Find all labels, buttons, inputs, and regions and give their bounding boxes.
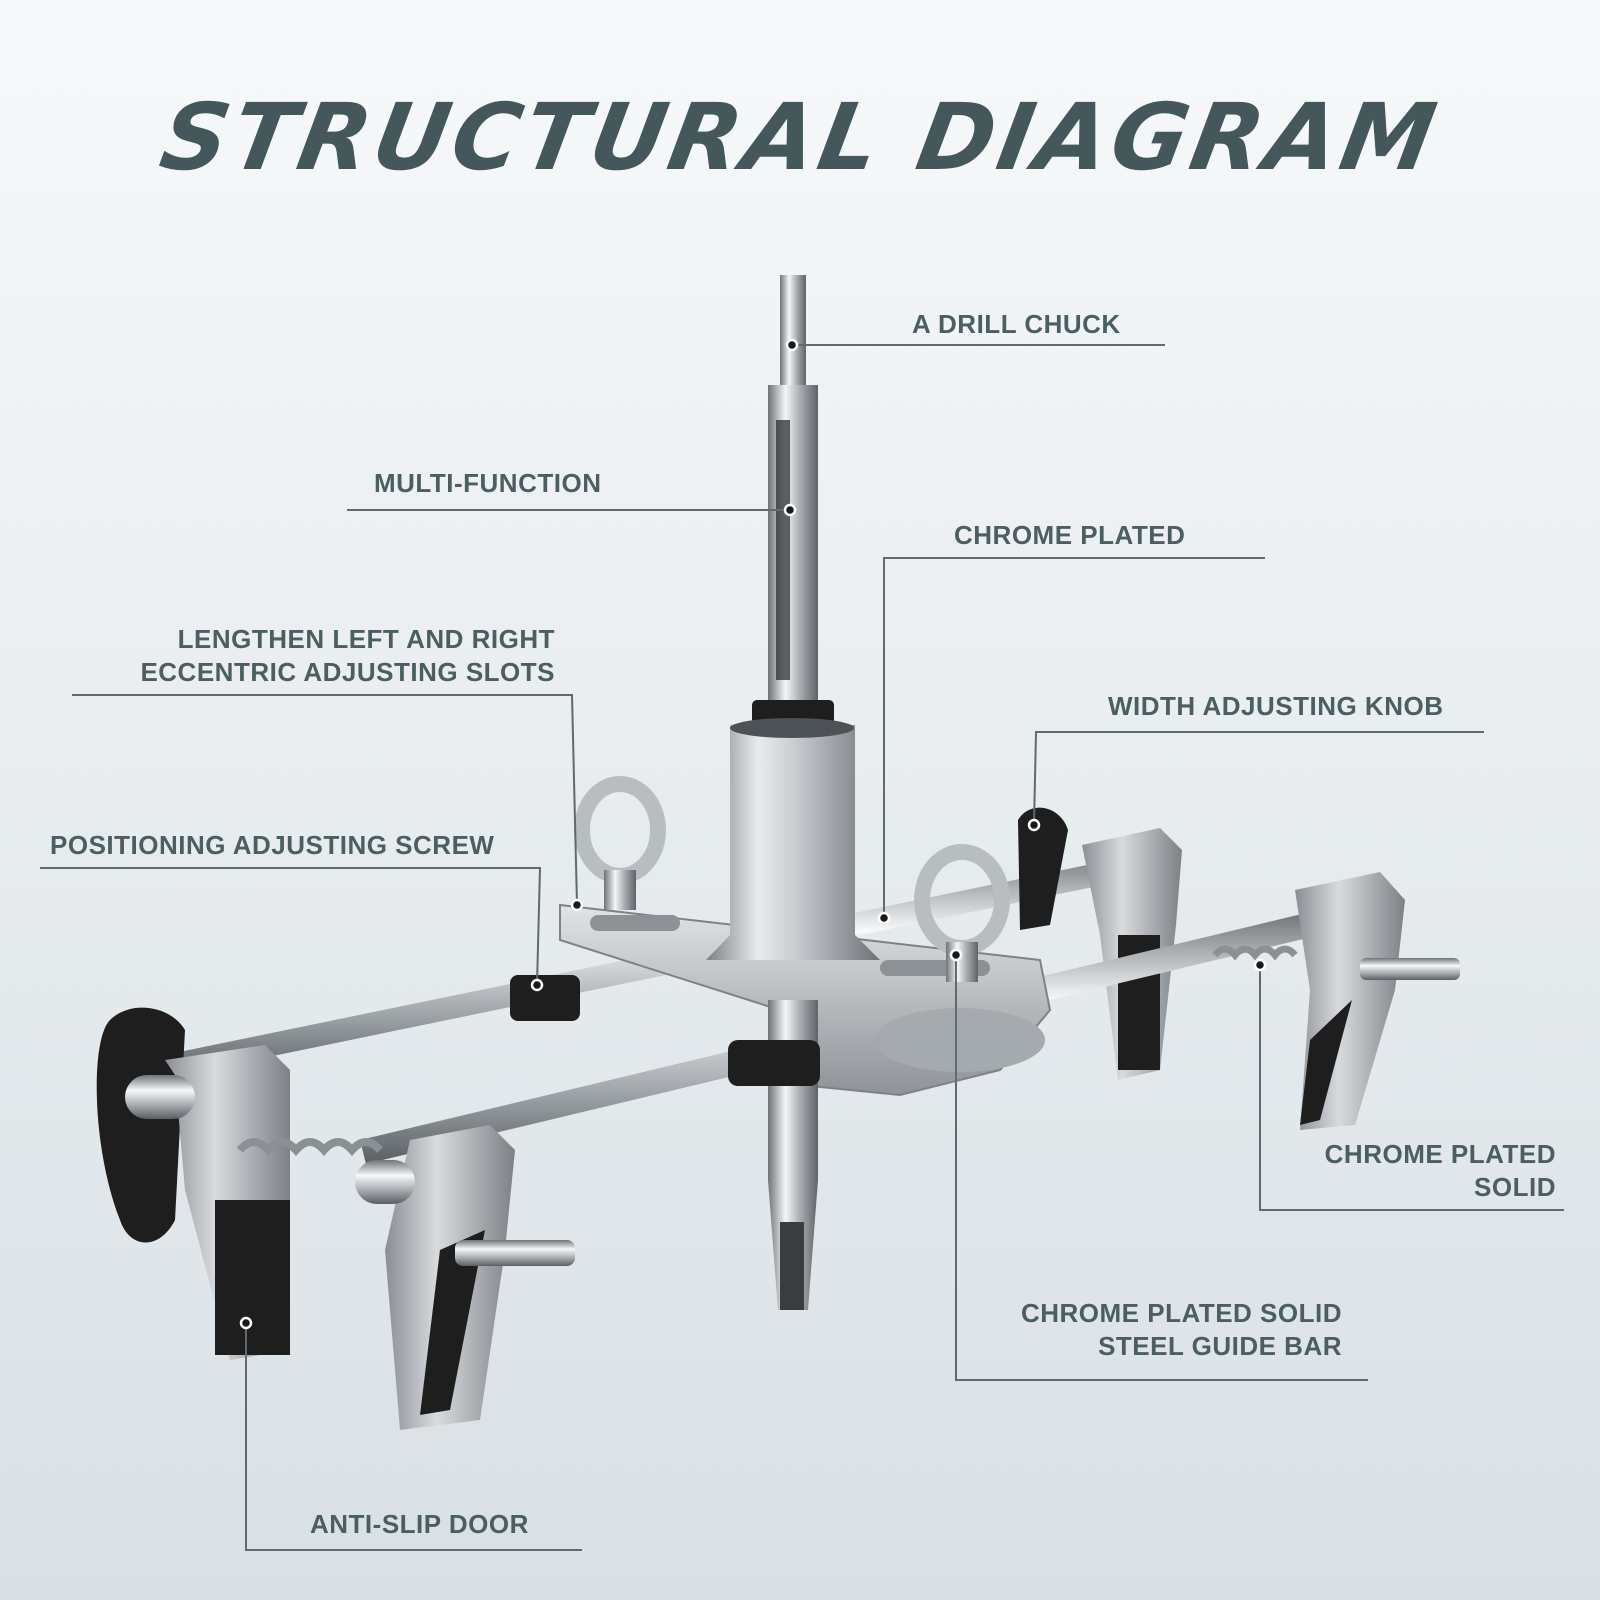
eye-bolt-right xyxy=(914,844,1010,982)
spindle xyxy=(706,275,880,1310)
leader-chrome-solid xyxy=(1259,965,1564,1211)
leader-anti-slip xyxy=(245,1323,582,1551)
eye-bolt-left xyxy=(574,776,666,910)
right-front-clamp xyxy=(1212,872,1460,1130)
label-chrome-solid-line1: CHROME PLATED xyxy=(1324,1139,1556,1169)
leader-guide-bar xyxy=(955,955,1368,1381)
label-multi-function: MULTI-FUNCTION xyxy=(374,468,602,498)
leader-lengthen xyxy=(72,694,578,906)
label-guide-bar-line1: CHROME PLATED SOLID xyxy=(1020,1298,1342,1328)
label-lengthen-line2: ECCENTRIC ADJUSTING SLOTS xyxy=(140,657,555,687)
label-guide-bar-line2: STEEL GUIDE BAR xyxy=(1098,1331,1342,1361)
label-width-knob: WIDTH ADJUSTING KNOB xyxy=(1108,691,1444,721)
label-anti-slip: ANTI-SLIP DOOR xyxy=(310,1509,529,1539)
label-positioning-screw: POSITIONING ADJUSTING SCREW xyxy=(50,830,495,860)
label-chrome-plated: CHROME PLATED xyxy=(954,520,1186,550)
left-front-clamp xyxy=(355,975,580,1430)
leader-positioning xyxy=(40,867,542,986)
label-drill-chuck: A DRILL CHUCK xyxy=(912,309,1121,339)
leader-dots xyxy=(239,338,1267,1330)
label-chrome-solid: CHROME PLATED SOLID xyxy=(1200,1138,1556,1204)
left-rear-clamp xyxy=(96,1007,384,1360)
leader-chrome-plated xyxy=(883,557,1265,918)
leader-width-knob xyxy=(1033,731,1484,826)
label-lengthen-line1: LENGTHEN LEFT AND RIGHT xyxy=(177,624,555,654)
leader-lines xyxy=(40,344,1564,1551)
label-guide-bar: CHROME PLATED SOLID STEEL GUIDE BAR xyxy=(940,1297,1342,1363)
label-chrome-solid-line2: SOLID xyxy=(1474,1172,1556,1202)
label-lengthen-slots: LENGTHEN LEFT AND RIGHT ECCENTRIC ADJUST… xyxy=(80,623,555,689)
